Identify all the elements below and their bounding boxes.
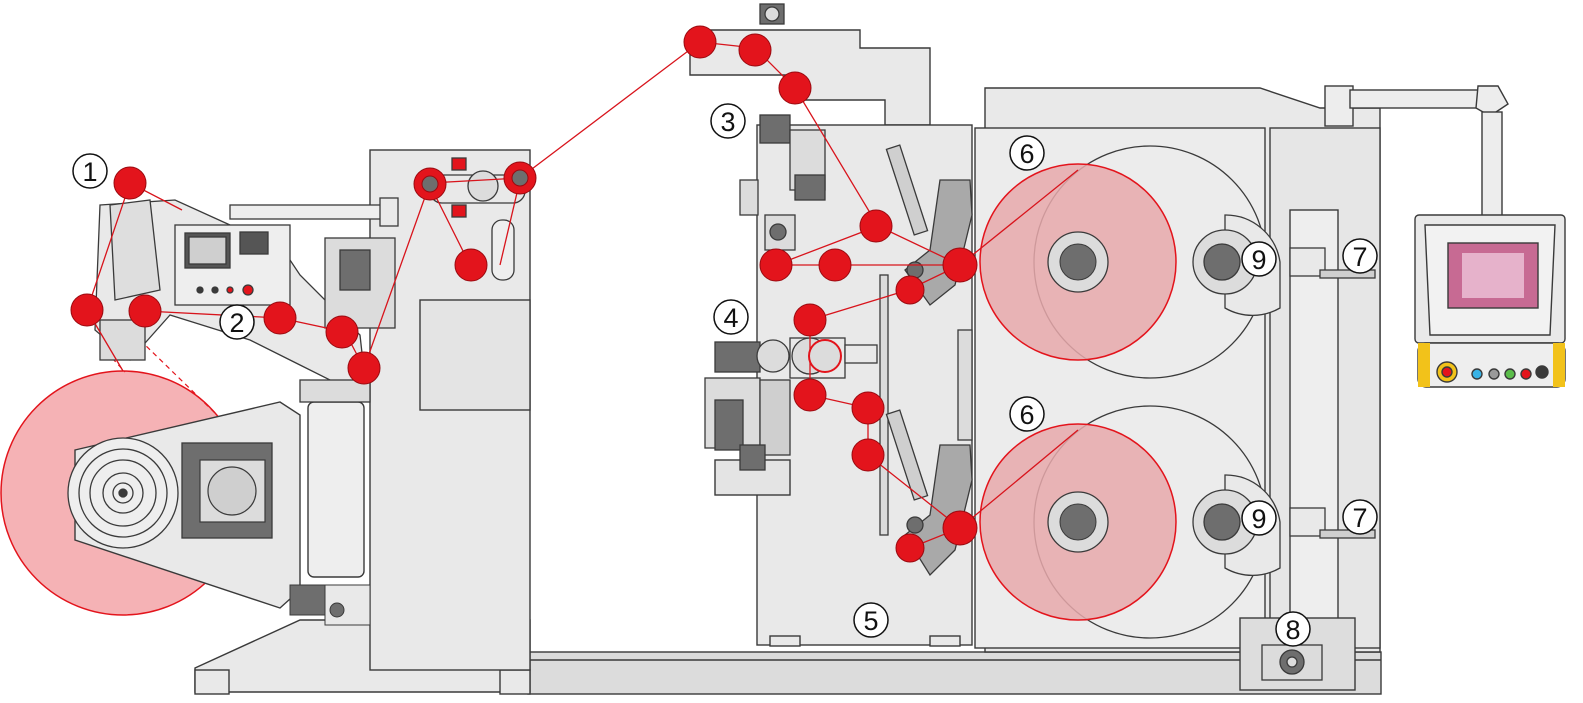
guide-roller [128, 294, 162, 328]
lay-on-roller [942, 510, 978, 546]
callout-6-upper: 6 [1009, 135, 1045, 171]
callout-8: 8 [1275, 611, 1311, 647]
svg-text:5: 5 [863, 606, 878, 636]
infeed-unit [94, 197, 399, 403]
lay-on-roller [942, 247, 978, 283]
svg-text:9: 9 [1251, 245, 1266, 275]
guide-roller [113, 166, 147, 200]
svg-text:6: 6 [1019, 139, 1034, 169]
callout-7-lower: 7 [1342, 499, 1378, 535]
guide-roller [738, 33, 772, 67]
unwind-shaft [67, 437, 179, 549]
svg-text:9: 9 [1251, 504, 1266, 534]
callout-1: 1 [72, 153, 108, 189]
guide-roller [263, 301, 297, 335]
upper-rewind-shaft-icon [1059, 243, 1097, 281]
callout-9-upper: 9 [1241, 241, 1277, 277]
guide-roller [851, 391, 885, 425]
svg-text:1: 1 [82, 157, 97, 187]
guide-rollers [70, 25, 978, 563]
svg-text:7: 7 [1352, 503, 1367, 533]
svg-text:3: 3 [720, 107, 735, 137]
guide-roller [683, 25, 717, 59]
callout-7-upper: 7 [1342, 238, 1378, 274]
guide-roller [859, 209, 893, 243]
dancer-assembly [429, 157, 526, 281]
unloading-units [1192, 214, 1376, 681]
svg-text:8: 8 [1285, 615, 1300, 645]
callout-9-lower: 9 [1241, 500, 1277, 536]
operator-control-panel [1414, 214, 1566, 388]
green-button-icon [1504, 368, 1516, 380]
lay-on-roller [895, 275, 925, 305]
unwind-section [0, 339, 371, 626]
svg-text:6: 6 [1019, 400, 1034, 430]
grey-button-icon [1488, 368, 1500, 380]
guide-roller [793, 378, 827, 412]
callout-3: 3 [710, 103, 746, 139]
black-button-icon [1535, 365, 1549, 379]
top-sensor [759, 3, 785, 25]
callout-2: 2 [219, 304, 255, 340]
svg-text:2: 2 [229, 308, 244, 338]
callout-4: 4 [713, 299, 749, 335]
dancer-roller [454, 248, 488, 282]
panel-support-arm [1324, 85, 1509, 217]
guide-roller [778, 71, 812, 105]
infeed-stop-button [242, 284, 254, 296]
base-rail [527, 651, 1382, 695]
guide-roller [759, 248, 793, 282]
guide-roller [347, 351, 381, 385]
red-button-icon [1520, 368, 1532, 380]
svg-text:7: 7 [1352, 242, 1367, 272]
guide-roller [70, 293, 104, 327]
svg-text:4: 4 [723, 303, 738, 333]
rewind-section [979, 145, 1267, 639]
guide-roller [793, 303, 827, 337]
guide-roller [851, 438, 885, 472]
unwind-pillar [307, 401, 365, 578]
cyan-button-icon [1471, 368, 1483, 380]
guide-roller [818, 248, 852, 282]
slitting-knife-unit [714, 341, 761, 373]
lower-rewind-shaft-icon [1059, 503, 1097, 541]
callout-6-lower: 6 [1009, 396, 1045, 432]
guide-roller [325, 315, 359, 349]
lay-on-roller [895, 533, 925, 563]
callout-5: 5 [853, 602, 889, 638]
